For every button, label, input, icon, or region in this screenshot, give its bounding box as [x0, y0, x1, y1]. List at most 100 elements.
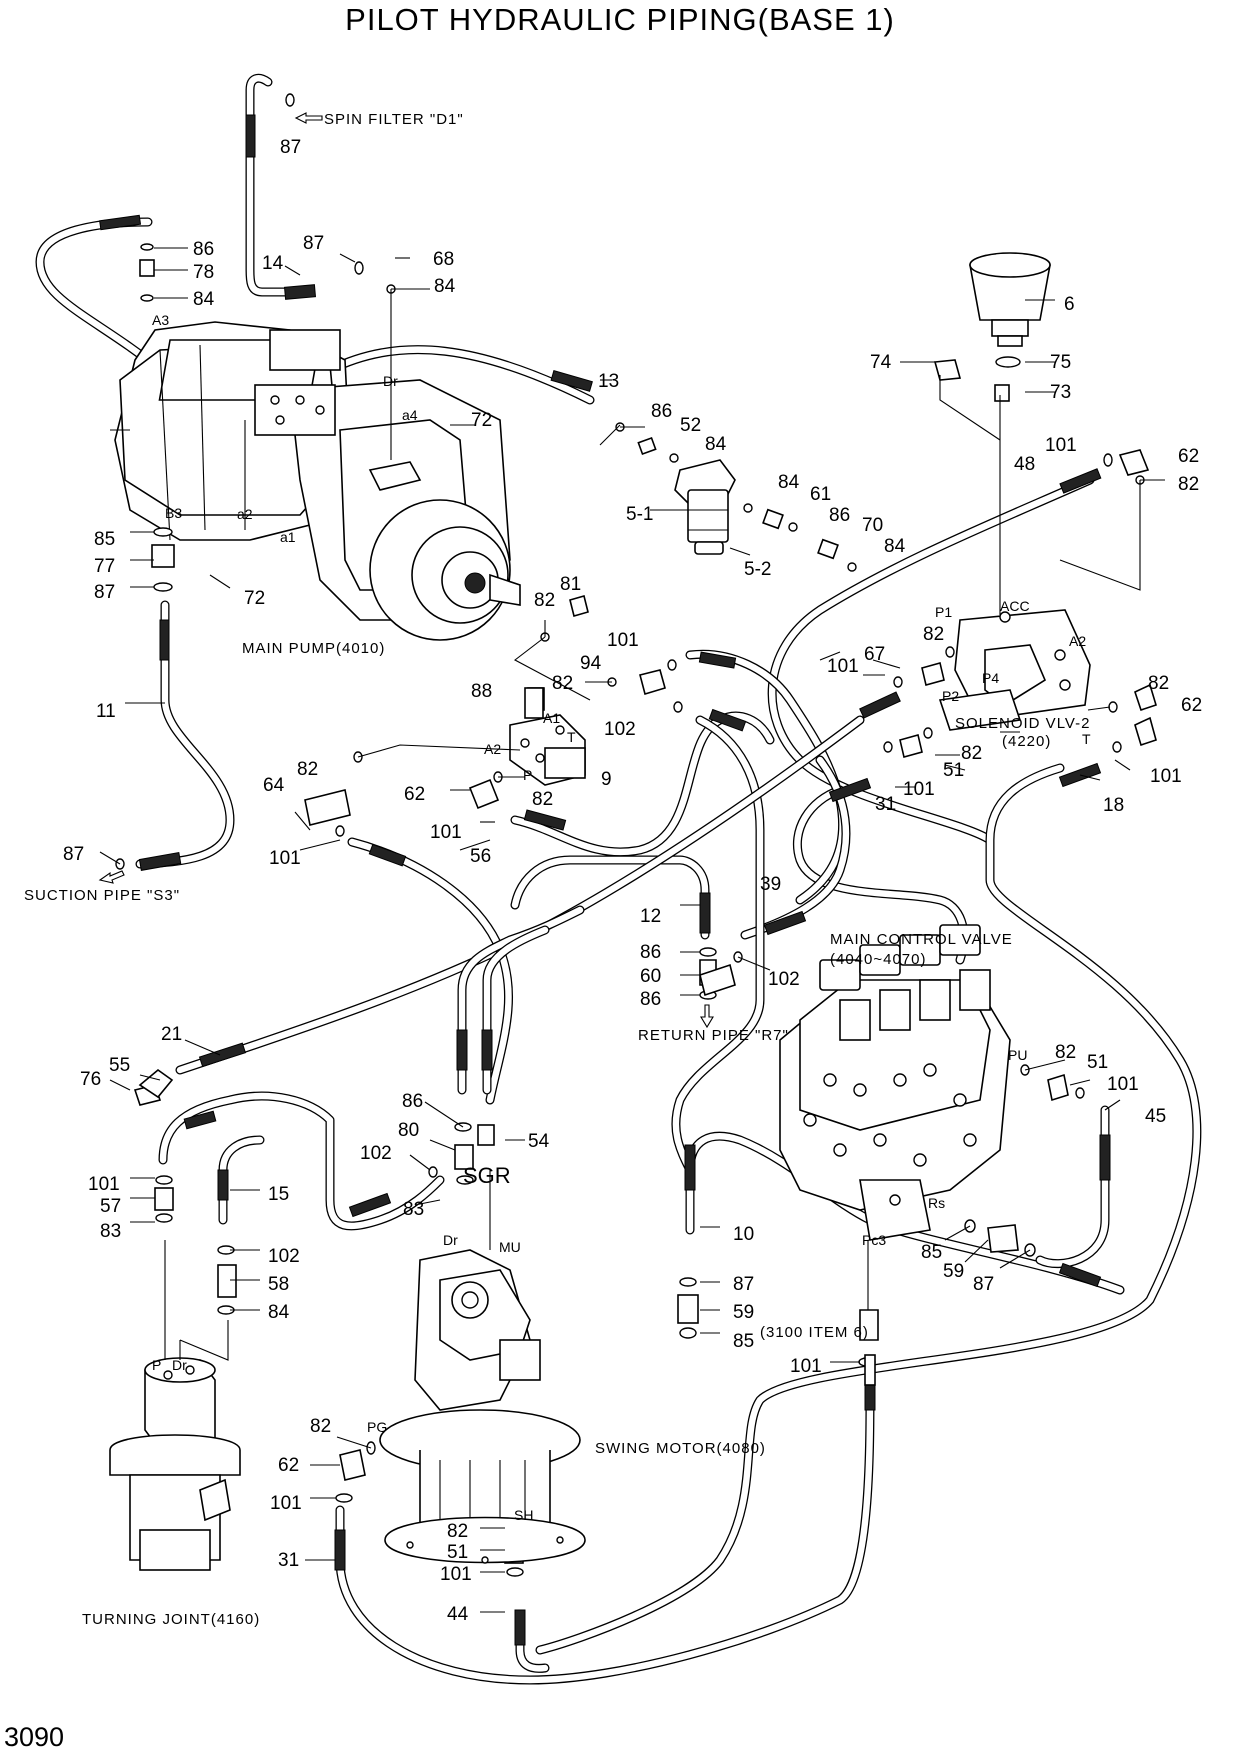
callout-31a: 31 [875, 794, 896, 815]
suction-pipe-arrow-icon [98, 870, 125, 884]
callout-13: 13 [598, 371, 619, 392]
callout-83a: 83 [100, 1221, 121, 1242]
page-number: 3090 [4, 1722, 64, 1752]
swing-motor [379, 1170, 586, 1564]
callout-85c: 85 [733, 1331, 754, 1352]
label-suction-pipe: SUCTION PIPE "S3" [24, 887, 180, 904]
port-a3: A3 [152, 312, 169, 328]
callout-51a: 51 [943, 760, 964, 781]
port-a2-sol: A2 [1069, 633, 1086, 649]
callout-5-1: 5-1 [626, 504, 653, 525]
callout-9: 9 [601, 769, 612, 790]
callout-101l: 101 [440, 1564, 472, 1585]
pilot-valve-block [509, 687, 586, 786]
port-sh: SH [514, 1507, 533, 1523]
callout-86a: 86 [193, 239, 214, 260]
callout-45: 45 [1145, 1106, 1166, 1127]
leader-lines [99, 247, 1165, 1613]
label-spin-filter: SPIN FILTER "D1" [324, 111, 464, 128]
callout-64: 64 [263, 775, 285, 796]
callout-82a: 82 [1178, 474, 1199, 495]
callout-10: 10 [733, 1224, 754, 1245]
callout-74: 74 [870, 352, 892, 373]
callout-88: 88 [471, 681, 492, 702]
callout-101f: 101 [430, 822, 462, 843]
callout-86d: 86 [640, 942, 661, 963]
callout-51c: 51 [447, 1542, 468, 1563]
callout-82j: 82 [310, 1416, 331, 1437]
callout-84f: 84 [268, 1302, 290, 1323]
port-p2: P2 [942, 688, 959, 704]
callout-81: 81 [560, 574, 581, 595]
label-swing-motor: SWING MOTOR(4080) [595, 1440, 766, 1457]
port-p-joint: P [152, 1357, 161, 1373]
port-t-sol: T [1082, 731, 1091, 747]
callout-57: 57 [100, 1196, 121, 1217]
callout-102d: 102 [268, 1246, 300, 1267]
hose-fittings [99, 114, 1111, 1646]
callout-59a: 59 [943, 1261, 964, 1282]
callout-84d: 84 [778, 472, 800, 493]
label-main-control-valve-range: (4040~4070) [830, 951, 927, 968]
callout-60: 60 [640, 966, 661, 987]
hose-layer [35, 73, 1202, 1685]
callout-87a: 87 [280, 137, 301, 158]
callout-102b: 102 [768, 969, 800, 990]
callout-82e: 82 [1148, 673, 1169, 694]
label-main-control-valve: MAIN CONTROL VALVE [830, 931, 1013, 948]
callout-44: 44 [447, 1604, 469, 1625]
callout-86f: 86 [402, 1091, 423, 1112]
port-p-valve: P [523, 767, 532, 783]
callout-48: 48 [1014, 454, 1035, 475]
callout-18: 18 [1103, 795, 1124, 816]
port-acc: ACC [1000, 598, 1030, 614]
main-control-valve [779, 924, 1011, 1310]
callout-84c: 84 [705, 434, 727, 455]
label-solenoid-valve-no: (4220) [1002, 733, 1051, 750]
callout-78: 78 [193, 262, 214, 283]
port-a1-pump: a1 [280, 529, 296, 545]
callout-80: 80 [398, 1120, 419, 1141]
label-main-pump: MAIN PUMP(4010) [242, 640, 385, 657]
callout-82k: 82 [447, 1521, 468, 1542]
callout-72a: 72 [471, 410, 492, 431]
callout-31b: 31 [278, 1550, 299, 1571]
port-p1: P1 [935, 604, 952, 620]
callout-62a: 62 [1178, 446, 1199, 467]
callout-82d: 82 [552, 673, 573, 694]
callout-86e: 86 [640, 989, 661, 1010]
port-b3: B3 [165, 505, 182, 521]
port-dr-joint: Dr [172, 1357, 187, 1373]
callout-73: 73 [1050, 382, 1071, 403]
callout-87c: 87 [94, 582, 115, 603]
callout-85b: 85 [921, 1242, 942, 1263]
filter-assembly [674, 459, 736, 555]
port-a2-valve: A2 [484, 741, 501, 757]
callout-101d: 101 [1150, 766, 1182, 787]
callout-51b: 51 [1087, 1052, 1108, 1073]
callout-101c: 101 [827, 656, 859, 677]
port-mu: MU [499, 1239, 521, 1255]
callout-101g: 101 [269, 848, 301, 869]
callout-12: 12 [640, 906, 661, 927]
callout-87b: 87 [303, 233, 324, 254]
callout-101i: 101 [88, 1174, 120, 1195]
callout-84a: 84 [193, 289, 215, 310]
callout-56: 56 [470, 846, 491, 867]
callout-101a: 101 [1045, 435, 1077, 456]
label-solenoid-valve: SOLENOID VLV-2 [955, 715, 1090, 732]
callout-52: 52 [680, 415, 701, 436]
callout-62d: 62 [278, 1455, 299, 1476]
callout-76: 76 [80, 1069, 101, 1090]
callout-62c: 62 [404, 784, 425, 805]
label-turning-joint: TURNING JOINT(4160) [82, 1611, 260, 1628]
callout-82c: 82 [923, 624, 944, 645]
turning-joint [109, 1240, 241, 1571]
callout-85a: 85 [94, 529, 115, 550]
port-pg: PG [367, 1419, 387, 1435]
callout-70: 70 [862, 515, 883, 536]
callout-82h: 82 [532, 789, 553, 810]
port-a2-pump: a2 [237, 506, 253, 522]
